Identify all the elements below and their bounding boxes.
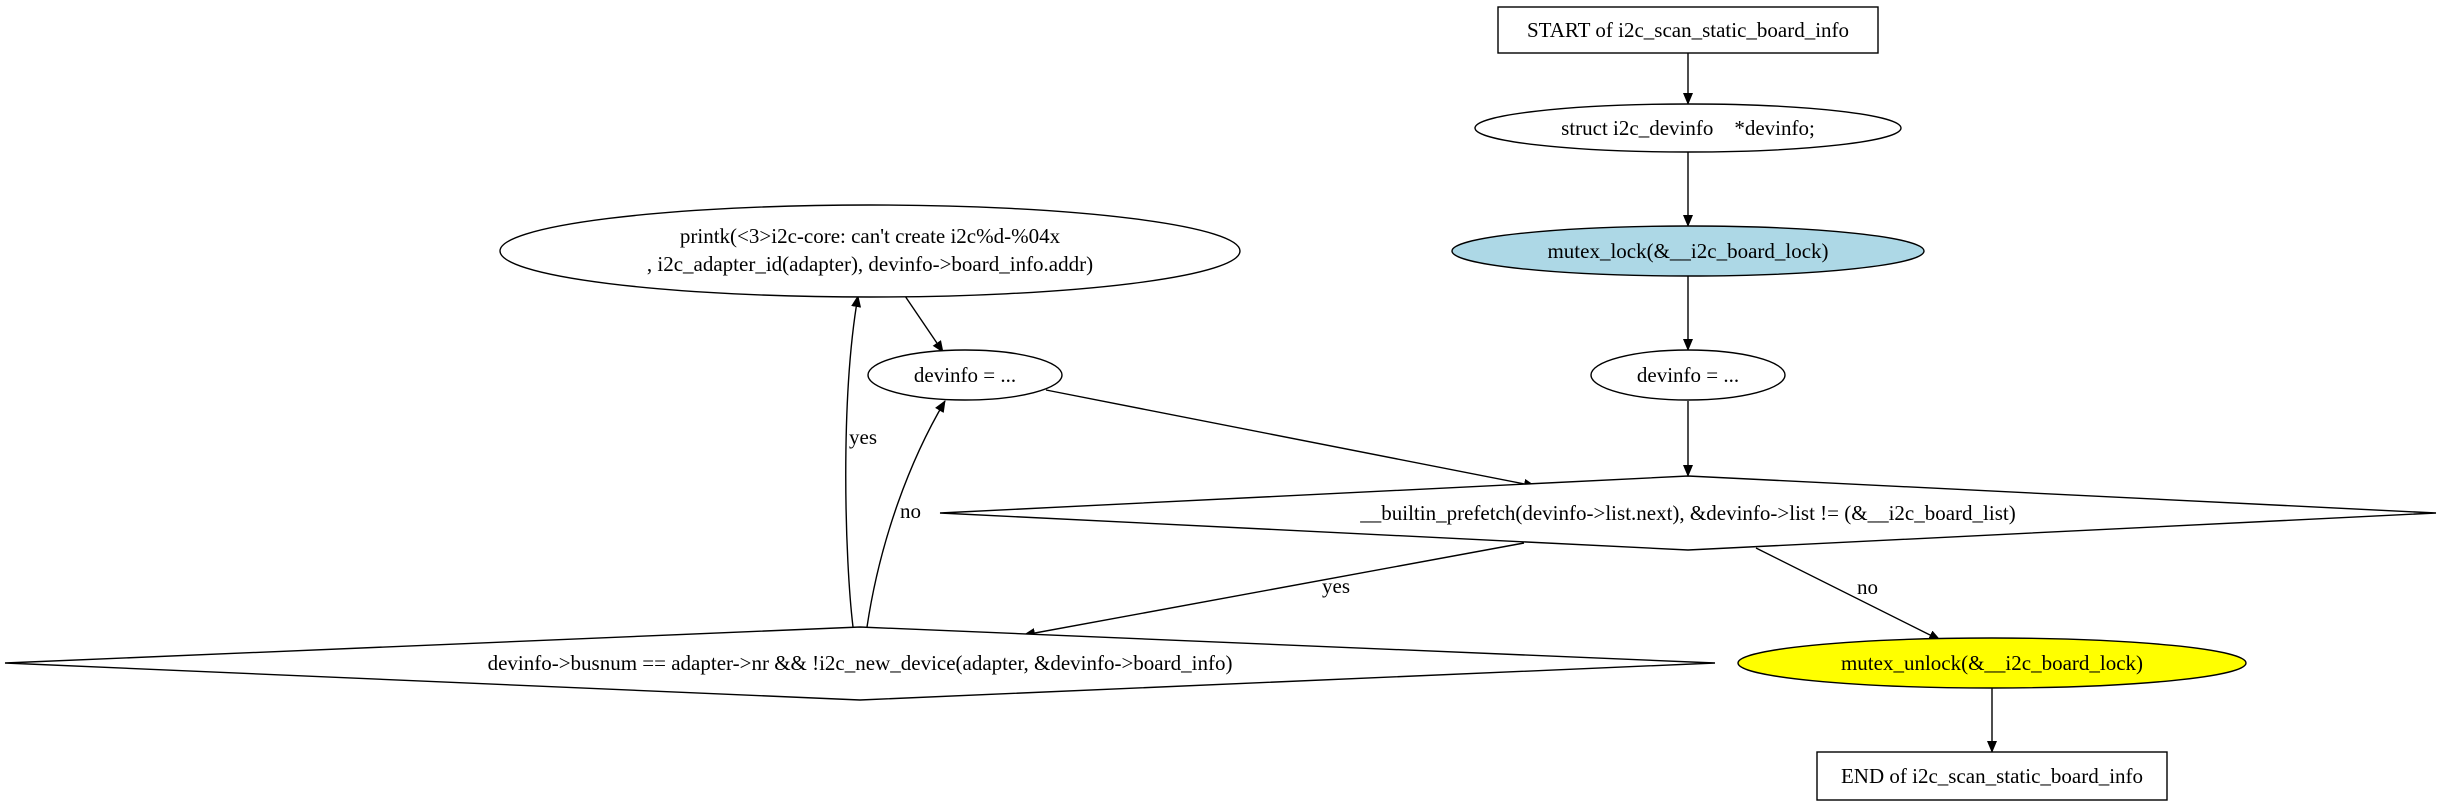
- node-decl-label: struct i2c_devinfo *devinfo;: [1561, 116, 1815, 140]
- node-if-condition: devinfo->busnum == adapter->nr && !i2c_n…: [4, 626, 1716, 701]
- node-next: devinfo = ...: [867, 349, 1063, 401]
- node-if-condition-label: devinfo->busnum == adapter->nr && !i2c_n…: [488, 651, 1233, 675]
- node-decl: struct i2c_devinfo *devinfo;: [1474, 103, 1902, 153]
- edge-printk-to-next: [904, 295, 944, 353]
- node-start: START of i2c_scan_static_board_info: [1497, 6, 1879, 54]
- edge-label-loop-yes: yes: [1322, 574, 1350, 598]
- edge-if-yes-to-printk: [845, 295, 862, 628]
- node-init-label: devinfo = ...: [1637, 363, 1739, 387]
- node-printk-label-line2: , i2c_adapter_id(adapter), devinfo->boar…: [647, 252, 1093, 276]
- node-unlock-label: mutex_unlock(&__i2c_board_lock): [1841, 651, 2143, 675]
- edge-loop-no-to-unlock: [1755, 547, 1941, 641]
- node-unlock: mutex_unlock(&__i2c_board_lock): [1737, 637, 2247, 689]
- node-end-label: END of i2c_scan_static_board_info: [1841, 764, 2143, 788]
- edge-label-if-no: no: [900, 499, 921, 523]
- node-printk: printk(<3>i2c-core: can't create i2c%d-%…: [499, 204, 1241, 298]
- edge-label-loop-no: no: [1857, 575, 1878, 599]
- node-printk-label-line1: printk(<3>i2c-core: can't create i2c%d-%…: [680, 224, 1061, 248]
- edges: [845, 53, 1997, 753]
- node-loop-condition-label: __builtin_prefetch(devinfo->list.next), …: [1359, 501, 2015, 525]
- edge-next-to-loop: [1045, 389, 1536, 489]
- edge-loop-yes-to-if: [1023, 542, 1525, 638]
- node-loop-condition: __builtin_prefetch(devinfo->list.next), …: [939, 475, 2437, 551]
- edge-labels: yes no yes no: [849, 425, 1878, 599]
- node-init: devinfo = ...: [1590, 349, 1786, 401]
- node-lock-label: mutex_lock(&__i2c_board_lock): [1547, 239, 1828, 263]
- edge-if-no-to-next: [866, 400, 946, 628]
- node-start-label: START of i2c_scan_static_board_info: [1527, 18, 1849, 42]
- node-lock: mutex_lock(&__i2c_board_lock): [1451, 225, 1925, 277]
- node-next-label: devinfo = ...: [914, 363, 1016, 387]
- node-end: END of i2c_scan_static_board_info: [1816, 751, 2168, 801]
- edge-label-if-yes: yes: [849, 425, 877, 449]
